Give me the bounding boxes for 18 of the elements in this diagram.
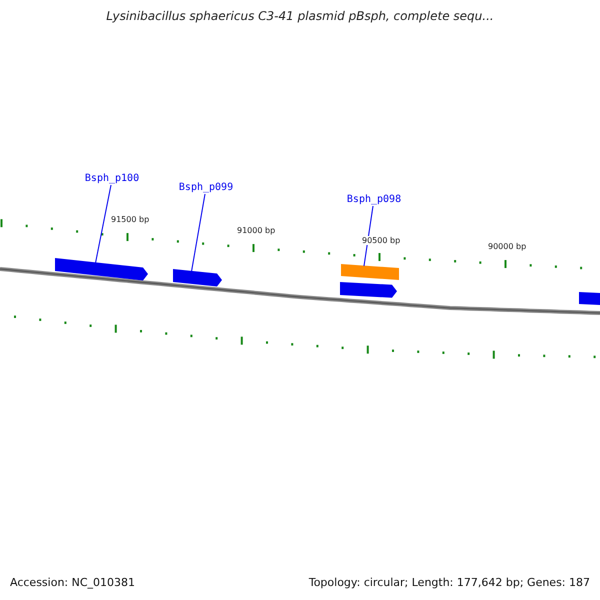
gene-label: Bsph_p100	[84, 173, 140, 184]
leader-line	[364, 206, 374, 266]
gene-bar	[341, 264, 399, 280]
footer-text: Accession: NC_010381	[10, 576, 136, 589]
scale-label: 90000 bp	[487, 242, 528, 251]
gene-arrow	[173, 269, 222, 286]
leader-line	[95, 184, 112, 264]
gene-bar	[579, 292, 600, 305]
scale-label: 90500 bp	[361, 236, 402, 245]
gene-arrow	[55, 258, 148, 280]
title: Lysinibacillus sphaericus C3-41 plasmid pBsph, complete sequ...	[105, 9, 495, 23]
gene-arrow	[340, 282, 397, 298]
scale-label: 91500 bp	[110, 215, 150, 224]
scale-label: 91000 bp	[236, 226, 276, 235]
footer-text: Topology: circular; Length: 177,642 bp; Genes: 187	[308, 576, 590, 589]
leader-line	[191, 194, 206, 272]
gene-label: Bsph_p098	[346, 194, 402, 205]
gene-label: Bsph_p099	[178, 182, 234, 193]
